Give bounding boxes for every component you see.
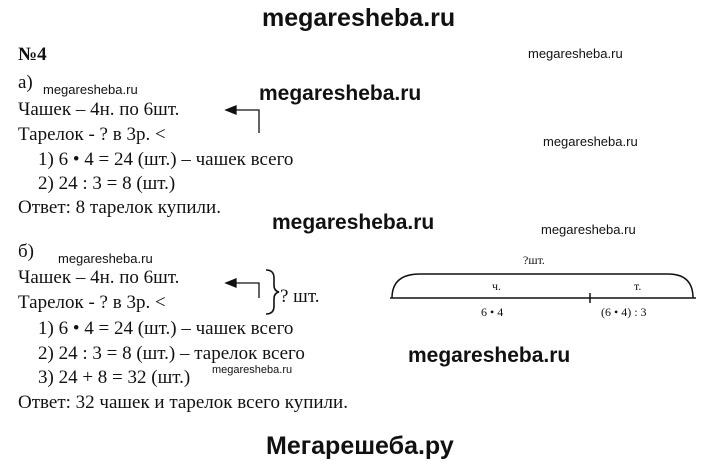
part-b-line-3: 1) 6 • 4 = 24 (шт.) – чашек всего [38, 318, 294, 339]
brace [265, 269, 280, 315]
task-number: №4 [18, 44, 47, 65]
watermark-mid-2: megaresheba.ru [272, 211, 435, 234]
part-b-line-4: 2) 24 : 3 = 8 (шт.) – тарелок всего [38, 343, 305, 364]
watermark-tiny: megaresheba.ru [212, 364, 293, 376]
diagram-seg1-label: ч. [492, 279, 502, 293]
watermark-small-5: megaresheba.ru [58, 251, 153, 266]
watermark-small-3: megaresheba.ru [543, 134, 638, 149]
segment-diagram [390, 273, 696, 303]
part-b-line-1: Чашек – 4н. по 6шт. [18, 267, 180, 288]
part-b-line-2: Тарелок - ? в 3р. < [18, 292, 166, 313]
part-a-line-2: Тарелок - ? в 3р. < [18, 124, 166, 145]
watermark-mid-1: megaresheba.ru [259, 82, 422, 105]
watermark-bottom: Мегарешеба.ру [266, 432, 454, 460]
watermark-small-2: megaresheba.ru [43, 82, 138, 97]
watermark-mid-3: megaresheba.ru [408, 344, 571, 367]
arrow-b [224, 278, 260, 298]
part-a-line-1: Чашек – 4н. по 6шт. [18, 99, 180, 120]
part-a-label: а) [18, 72, 33, 93]
part-b-label: б) [18, 241, 34, 262]
diagram-seg2-below: (6 • 4) : 3 [601, 305, 647, 319]
diagram-total-label: ?шт. [523, 253, 545, 267]
brace-label: ? шт. [280, 286, 320, 307]
watermark-small-1: megaresheba.ru [528, 46, 623, 61]
part-b-answer: Ответ: 32 чашек и тарелок всего купили. [18, 392, 348, 413]
diagram-seg1-below: 6 • 4 [481, 305, 504, 319]
part-a-answer: Ответ: 8 тарелок купили. [18, 197, 221, 218]
part-a-line-3: 1) 6 • 4 = 24 (шт.) – чашек всего [38, 149, 294, 170]
watermark-small-4: megaresheba.ru [541, 222, 636, 237]
part-a-line-4: 2) 24 : 3 = 8 (шт.) [38, 173, 176, 194]
diagram-seg2-label: т. [634, 279, 642, 293]
arrow-a [224, 105, 260, 133]
watermark-top: megaresheba.ru [262, 4, 456, 32]
part-b-line-5: 3) 24 + 8 = 32 (шт.) [38, 367, 191, 388]
